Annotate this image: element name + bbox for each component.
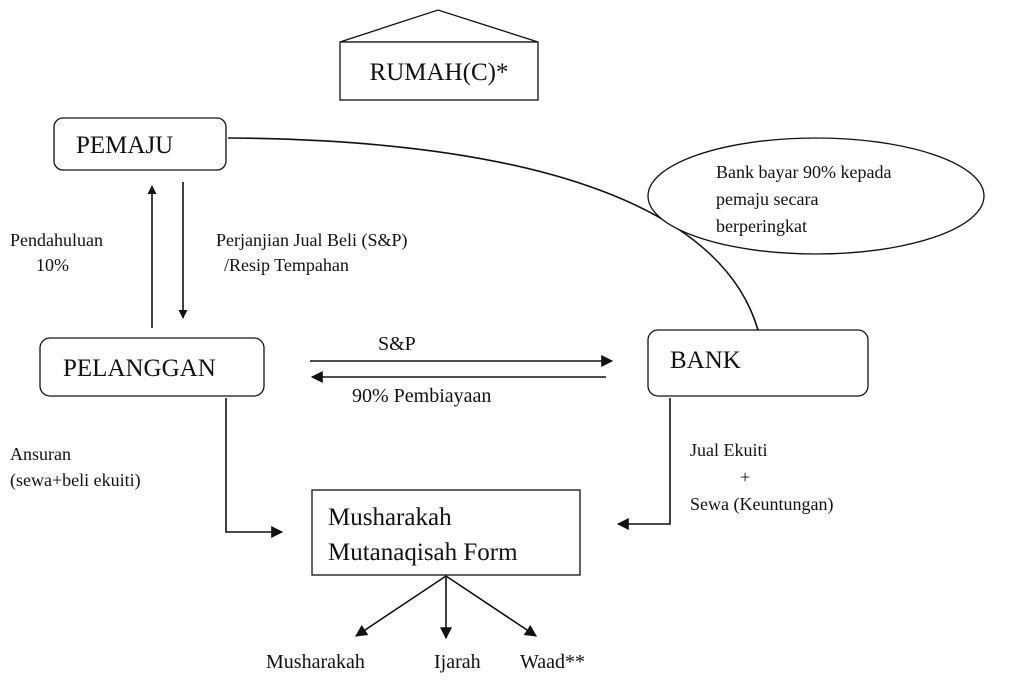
pembiayaan-label: 90% Pembiayaan — [352, 385, 491, 407]
note-line-2: pemaju secara — [716, 189, 818, 209]
ansuran-label-1: Ansuran — [10, 444, 71, 464]
jual-label-2: + — [740, 467, 750, 487]
house-box — [339, 41, 539, 101]
snp-label: S&P — [378, 333, 416, 355]
house-node: RUMAH(C)* — [339, 9, 539, 101]
outcome-musharakah: Musharakah — [266, 651, 365, 673]
house-label: RUMAH(C)* — [370, 59, 509, 86]
form-label-1: Musharakah — [328, 504, 452, 531]
note-line-1: Bank bayar 90% kepada — [716, 162, 891, 182]
arrow-jual-ekuiti — [616, 398, 671, 530]
pelanggan-node: PELANGGAN — [39, 337, 265, 397]
outcome-waad: Waad** — [520, 651, 585, 673]
pemaju-label: PEMAJU — [76, 132, 173, 159]
bank-payment-note: Bank bayar 90% kepada pemaju secara berp… — [647, 137, 985, 255]
perjanjian-label-2: /Resip Tempahan — [224, 255, 349, 275]
form-label-2: Mutanaqisah Form — [328, 539, 518, 566]
pemaju-bank-curve — [227, 137, 759, 331]
ansuran-label-2: (sewa+beli ekuiti) — [10, 470, 141, 491]
arrow-to-musharakah — [355, 575, 447, 637]
pendahuluan-label-1: Pendahuluan — [10, 230, 103, 250]
note-line-3: berperingkat — [716, 216, 807, 236]
perjanjian-label-1: Perjanjian Jual Beli (S&P) — [216, 230, 407, 251]
musharakah-form-node: Musharakah Mutanaqisah Form — [311, 489, 581, 576]
outcome-ijarah: Ijarah — [434, 651, 481, 673]
jual-label-3: Sewa (Keuntungan) — [690, 494, 833, 515]
pemaju-node: PEMAJU — [53, 117, 227, 171]
bank-node: BANK — [647, 329, 869, 397]
bank-label: BANK — [670, 347, 741, 374]
pelanggan-label: PELANGGAN — [63, 355, 216, 382]
pendahuluan-label-2: 10% — [36, 255, 69, 275]
bank-box — [647, 329, 869, 397]
pelanggan-box — [39, 337, 265, 397]
note-ellipse — [647, 137, 985, 255]
pemaju-box — [53, 117, 227, 171]
arrow-ansuran — [225, 398, 284, 538]
jual-label-1: Jual Ekuiti — [690, 440, 768, 460]
arrow-to-waad — [445, 575, 537, 637]
form-box — [311, 489, 581, 576]
house-roof — [339, 9, 539, 43]
